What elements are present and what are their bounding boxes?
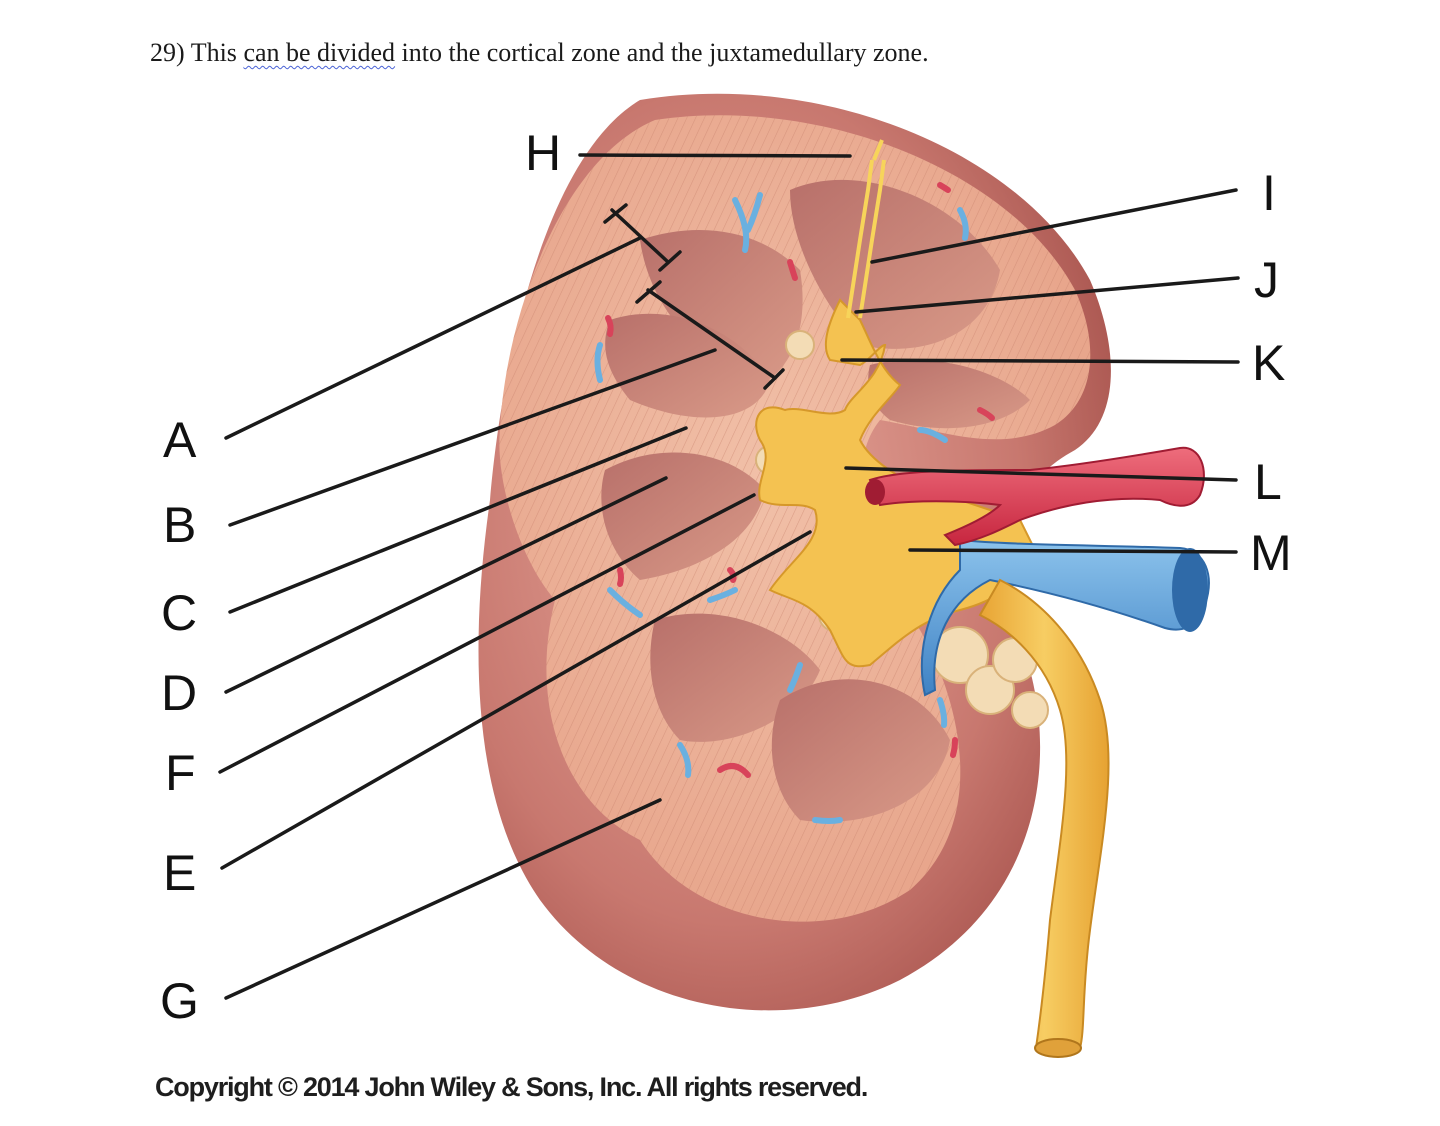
bracket-b bbox=[646, 288, 777, 380]
interlobar-vessels bbox=[594, 182, 995, 824]
bracket-b-tick-bottom bbox=[763, 368, 785, 390]
question-text: 29) This can be divided into the cortica… bbox=[150, 38, 929, 68]
leader-d bbox=[224, 476, 668, 694]
renal-artery-cut bbox=[865, 479, 885, 505]
grammar-flagged-phrase: can be divided bbox=[243, 38, 396, 67]
leader-j bbox=[854, 276, 1240, 314]
renal-pyramid-bottom bbox=[771, 679, 950, 822]
label-i: I bbox=[1262, 165, 1276, 221]
bracket-a bbox=[610, 208, 670, 264]
leader-lines bbox=[218, 153, 1240, 1000]
label-f: F bbox=[165, 745, 196, 801]
leader-c bbox=[228, 426, 688, 614]
renal-pyramid-upper-left bbox=[640, 230, 803, 385]
leader-g bbox=[224, 798, 662, 1000]
diagram-labels: A B C D F E G H I J K L M bbox=[160, 125, 1292, 1029]
nephron-tubule bbox=[846, 139, 886, 319]
renal-vein bbox=[921, 538, 1210, 697]
label-d: D bbox=[161, 665, 197, 721]
question-rest: into the cortical zone and the juxtamedu… bbox=[401, 38, 929, 67]
leader-k bbox=[840, 358, 1240, 364]
bracket-a-tick-top bbox=[603, 203, 628, 224]
label-c: C bbox=[161, 585, 197, 641]
question-number: 29) bbox=[150, 38, 185, 67]
renal-vein-opening bbox=[1172, 548, 1208, 632]
label-b: B bbox=[163, 497, 196, 553]
copyright-notice: Copyright © 2014 John Wiley & Sons, Inc.… bbox=[155, 1072, 868, 1102]
label-a: A bbox=[163, 412, 197, 468]
leader-h bbox=[578, 153, 852, 158]
renal-pyramid-left bbox=[605, 313, 770, 418]
label-l: L bbox=[1254, 454, 1282, 510]
renal-pyramid-right bbox=[868, 359, 1030, 429]
label-h: H bbox=[525, 125, 561, 181]
label-m: M bbox=[1250, 525, 1292, 581]
leader-f bbox=[218, 493, 756, 774]
bracket-b-tick-top bbox=[635, 280, 662, 304]
question-word: This bbox=[190, 38, 237, 67]
leader-b bbox=[228, 348, 717, 527]
leader-m bbox=[908, 548, 1238, 554]
label-k: K bbox=[1252, 335, 1285, 391]
leader-a bbox=[224, 236, 642, 440]
leader-i bbox=[870, 188, 1238, 264]
label-e: E bbox=[163, 845, 196, 901]
label-g: G bbox=[160, 973, 199, 1029]
label-j: J bbox=[1254, 252, 1279, 308]
leader-l bbox=[844, 466, 1238, 482]
bracket-a-tick-bottom bbox=[658, 250, 682, 272]
ureter-opening bbox=[1034, 1038, 1082, 1058]
leader-e bbox=[220, 530, 812, 870]
renal-pyramid-mid-left bbox=[601, 452, 765, 580]
